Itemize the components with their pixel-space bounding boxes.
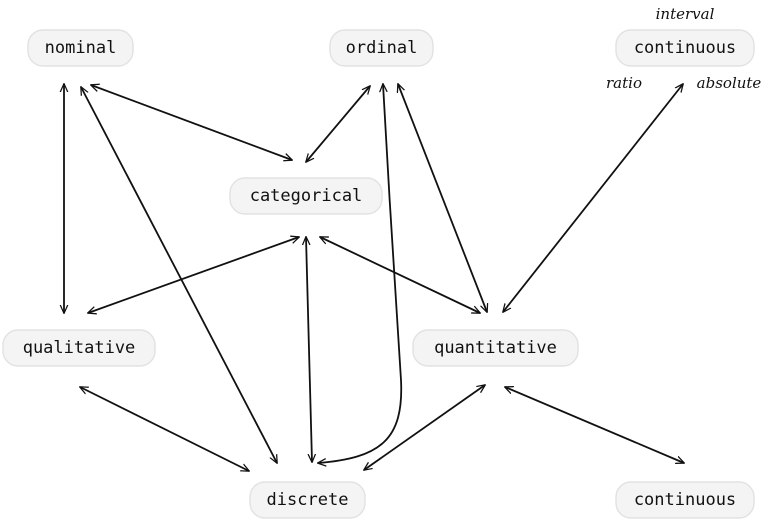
node-discrete-label: discrete: [267, 490, 349, 510]
edge-ordinal-discrete: [318, 84, 403, 463]
edge-categorical-quantitative: [320, 237, 480, 313]
edge-categorical-qualitative: [88, 237, 299, 313]
annotation-absolute: absolute: [697, 74, 762, 92]
node-quantitative-label: quantitative: [434, 338, 557, 358]
edge-ordinal-categorical: [306, 86, 370, 162]
edge-qualitative-discrete: [80, 387, 249, 471]
annotation-interval: interval: [656, 5, 715, 23]
node-discrete: discrete: [249, 481, 366, 519]
node-nominal-label: nominal: [45, 38, 117, 58]
edge-ordinal-quantitative: [398, 84, 487, 312]
node-qualitative-label: qualitative: [23, 338, 136, 358]
node-categorical-label: categorical: [250, 186, 363, 206]
node-continuous-bottom: continuous: [615, 481, 755, 519]
edge-nominal-categorical: [91, 85, 292, 160]
node-continuous-top: continuous: [615, 29, 755, 67]
node-categorical: categorical: [229, 177, 383, 215]
node-continuous-top-label: continuous: [634, 38, 736, 58]
node-ordinal-label: ordinal: [346, 38, 418, 58]
node-quantitative: quantitative: [412, 329, 579, 367]
edge-categorical-discrete: [306, 237, 312, 462]
node-ordinal: ordinal: [329, 29, 434, 67]
annotation-ratio: ratio: [606, 74, 642, 92]
edge-continuous-quantitative: [503, 84, 683, 312]
edges: [64, 84, 684, 471]
node-continuous-bottom-label: continuous: [634, 490, 736, 510]
node-qualitative: qualitative: [2, 329, 156, 367]
edge-quantitative-discrete: [364, 385, 485, 470]
node-nominal: nominal: [27, 29, 134, 67]
edge-quantitative-continuous: [505, 387, 684, 463]
